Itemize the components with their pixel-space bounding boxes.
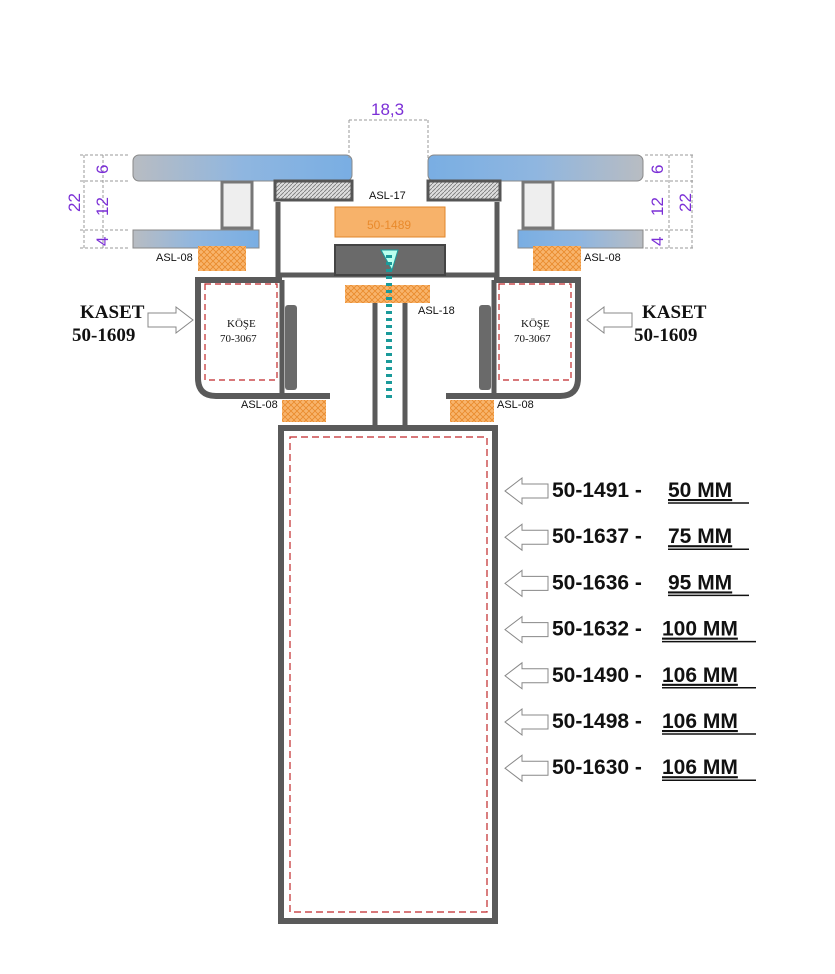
mullion-body: [278, 425, 498, 924]
kaset-title-right: KASET: [642, 302, 707, 323]
kose-code-right: 70-3067: [514, 333, 551, 345]
mullion-size: 106 MM: [662, 664, 738, 687]
mullion-list-item: 50-1632 - 100 MM: [504, 615, 756, 644]
label-asl17: ASL-17: [369, 190, 406, 202]
mullion-list-item: 50-1637 - 75 MM: [504, 523, 749, 552]
mullion-size: 100 MM: [662, 618, 738, 641]
dimension-right: 6 12 4 22: [645, 154, 695, 249]
mullion-code: 50-1491 -: [552, 479, 642, 502]
dim-total-right: 22: [676, 193, 695, 212]
mullion-list-item: 50-1636 - 95 MM: [504, 569, 749, 598]
kose-code-left: 70-3067: [220, 333, 257, 345]
mullion-list-item: 50-1630 - 106 MM: [504, 754, 756, 783]
mullion-size-list: 50-1491 - 50 MM 50-1637 - 75 MM 50-1636 - 95 …: [504, 476, 756, 783]
pressure-plate-code: 50-1489: [367, 218, 411, 232]
right-glass-unit: [426, 154, 644, 249]
mullion-size: 95 MM: [668, 571, 732, 594]
mullion-code: 50-1636 -: [552, 571, 642, 594]
mullion-code: 50-1632 -: [552, 618, 642, 641]
asl08-gasket-top-right: [533, 246, 581, 271]
mullion-size: 50 MM: [668, 479, 732, 502]
kose-title-right: KÖŞE: [521, 318, 550, 330]
asl08-gasket-bottom-right: [450, 400, 494, 422]
mullion-list-item: 50-1490 - 106 MM: [504, 661, 756, 690]
asl18-gasket: [345, 285, 430, 303]
label-asl08-bottom-left: ASL-08: [241, 399, 278, 411]
right-cassette-profile: KÖŞE 70-3067: [446, 277, 581, 399]
left-cassette-profile: KÖŞE 70-3067: [195, 277, 330, 399]
dimension-gap-value: 18,3: [371, 100, 404, 119]
arrow-left-icon: [504, 707, 549, 737]
arrow-left-icon: [504, 476, 549, 506]
screw-icon: [380, 249, 399, 400]
mullion-size: 106 MM: [662, 710, 738, 733]
dim-total-left: 22: [65, 193, 84, 212]
kaset-code-left: 50-1609: [72, 325, 135, 346]
pressure-plate-gasket: [334, 206, 446, 238]
mullion-code: 50-1498 -: [552, 710, 642, 733]
mullion-size: 106 MM: [662, 756, 738, 779]
dimension-left: 22 6 12 4: [65, 154, 130, 249]
left-glass-unit: [132, 154, 354, 249]
mullion-code: 50-1630 -: [552, 756, 642, 779]
mullion-list-item: 50-1498 - 106 MM: [504, 707, 756, 737]
label-asl08-top-left: ASL-08: [156, 252, 193, 264]
arrow-left-icon: [504, 569, 549, 598]
dim-inner-right: 4: [648, 237, 667, 246]
dim-cavity-right: 12: [648, 197, 667, 216]
kose-title-left: KÖŞE: [227, 318, 256, 330]
dim-outer-right: 6: [648, 165, 667, 174]
mullion-code: 50-1637 -: [552, 525, 642, 548]
asl08-gasket-bottom-left: [282, 400, 326, 422]
arrow-right-icon: [147, 305, 194, 335]
kaset-title-left: KASET: [80, 302, 145, 323]
label-asl08-bottom-right: ASL-08: [497, 399, 534, 411]
dim-outer-left: 6: [93, 165, 112, 174]
mullion-code: 50-1490 -: [552, 664, 642, 687]
kaset-label-right: KASET 50-1609: [586, 302, 707, 346]
kaset-code-right: 50-1609: [634, 325, 697, 346]
arrow-left-icon: [504, 661, 549, 690]
arrow-left-icon: [504, 523, 549, 552]
mullion-size: 75 MM: [668, 525, 732, 548]
dimension-gap: 18,3: [348, 100, 429, 160]
label-asl08-top-right: ASL-08: [584, 252, 621, 264]
dim-cavity-left: 12: [93, 197, 112, 216]
mullion-list-item: 50-1491 - 50 MM: [504, 476, 749, 506]
label-asl18: ASL-18: [418, 305, 455, 317]
kaset-label-left: KASET 50-1609: [72, 302, 194, 346]
arrow-left-icon: [504, 615, 549, 644]
arrow-left-icon: [504, 754, 549, 783]
arrow-left-icon: [586, 305, 633, 335]
dim-inner-left: 4: [93, 237, 112, 246]
asl08-gasket-top-left: [198, 246, 246, 271]
